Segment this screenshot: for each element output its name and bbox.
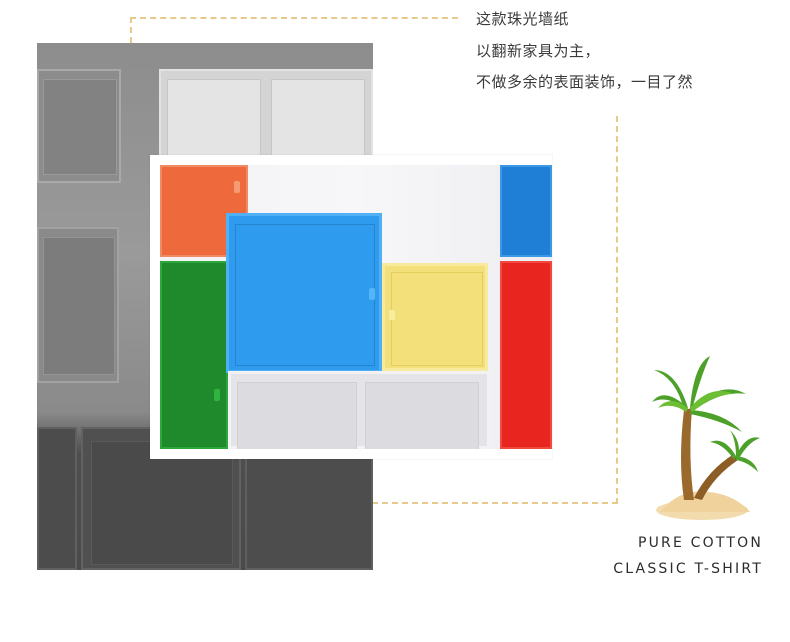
colorful-cabinet-photo	[160, 165, 552, 449]
dashed-frame-right	[372, 116, 618, 504]
gray-cabinet	[245, 453, 373, 570]
yellow-cabinet	[382, 263, 488, 371]
gray-cabinet	[37, 227, 119, 383]
description-line-3: 不做多余的表面装饰，一目了然	[476, 73, 694, 91]
dashed-frame-top	[130, 17, 458, 43]
red-cabinet	[500, 261, 552, 449]
tagline-line-1: PURE COTTON	[637, 535, 763, 551]
palm-tree-icon	[652, 356, 760, 520]
green-cabinet	[160, 261, 228, 449]
photo-frame	[150, 155, 552, 459]
product-description: 这款珠光墙纸 以翻新家具为主， 不做多余的表面装饰，一目了然	[476, 4, 693, 99]
product-tagline: PURE COTTON CLASSIC T-SHIRT	[613, 530, 763, 582]
blue-cabinet-right	[500, 165, 552, 257]
description-line-1: 这款珠光墙纸	[476, 10, 570, 28]
gray-cabinet	[159, 69, 373, 159]
gray-cabinet	[37, 427, 77, 570]
tagline-line-2: CLASSIC T-SHIRT	[613, 561, 763, 577]
gray-cabinet	[37, 69, 121, 183]
white-cabinet	[228, 371, 490, 449]
description-line-2: 以翻新家具为主，	[476, 41, 601, 60]
blue-cabinet	[226, 213, 382, 373]
